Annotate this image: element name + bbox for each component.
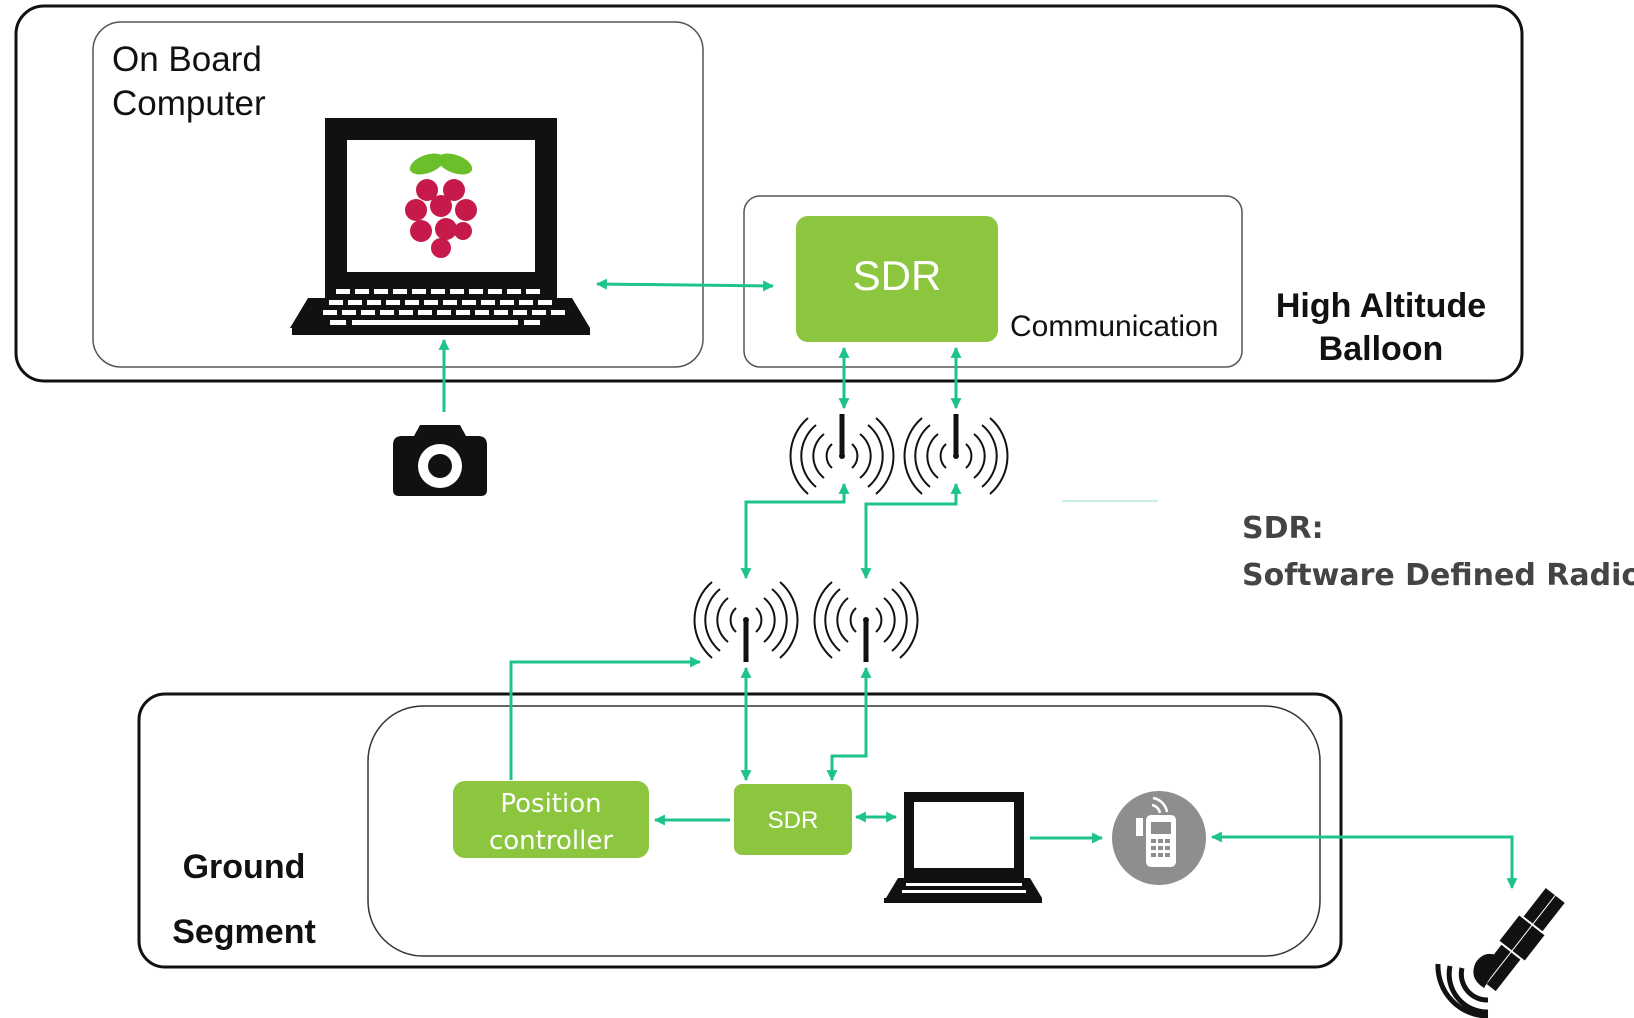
obc-label-line2: Computer xyxy=(112,84,266,123)
arrow-position-antenna xyxy=(509,656,702,780)
antenna-icon xyxy=(789,414,895,495)
arrow-phone-satellite xyxy=(1210,831,1518,890)
arrow-antenna-link-2 xyxy=(860,482,962,580)
position-controller-label-line2: controller xyxy=(489,826,613,856)
connection-arrows xyxy=(438,278,1518,890)
laptop-icon xyxy=(884,792,1042,903)
arrow-antenna-ground-sdr-2 xyxy=(826,666,872,782)
legend-definition: Software Defined Radio xyxy=(1242,558,1634,593)
balloon-label-line1: High Altitude xyxy=(1276,287,1486,325)
obc-box xyxy=(92,21,704,368)
position-controller-label-line1: Position xyxy=(500,789,601,819)
camera-icon xyxy=(393,425,487,496)
raspberry-pi-icon xyxy=(405,153,477,258)
mobile-phone-icon xyxy=(1112,791,1206,885)
arrow-obc-sdr xyxy=(595,278,775,292)
balloon-sdr-block xyxy=(796,216,998,342)
arrow-antenna-link-1 xyxy=(740,482,850,580)
ground-label-line2: Segment xyxy=(172,913,316,951)
legend-term: SDR: xyxy=(1242,511,1324,546)
balloon-panel xyxy=(14,4,1524,383)
communication-label: Communication xyxy=(1010,310,1218,343)
satellite-icon xyxy=(1435,888,1565,1018)
balloon-sdr-label: SDR xyxy=(853,252,942,299)
antenna-icon xyxy=(813,581,919,662)
antenna-icon xyxy=(693,581,799,662)
ground-sdr-label: SDR xyxy=(768,807,819,834)
position-controller-block xyxy=(453,781,649,858)
ground-panel xyxy=(137,692,1343,969)
obc-label-line1: On Board xyxy=(112,40,262,79)
balloon-label-line2: Balloon xyxy=(1319,330,1444,368)
ground-label-line1: Ground xyxy=(183,848,306,886)
ground-sdr-block xyxy=(734,784,852,855)
antenna-icon xyxy=(903,414,1009,495)
